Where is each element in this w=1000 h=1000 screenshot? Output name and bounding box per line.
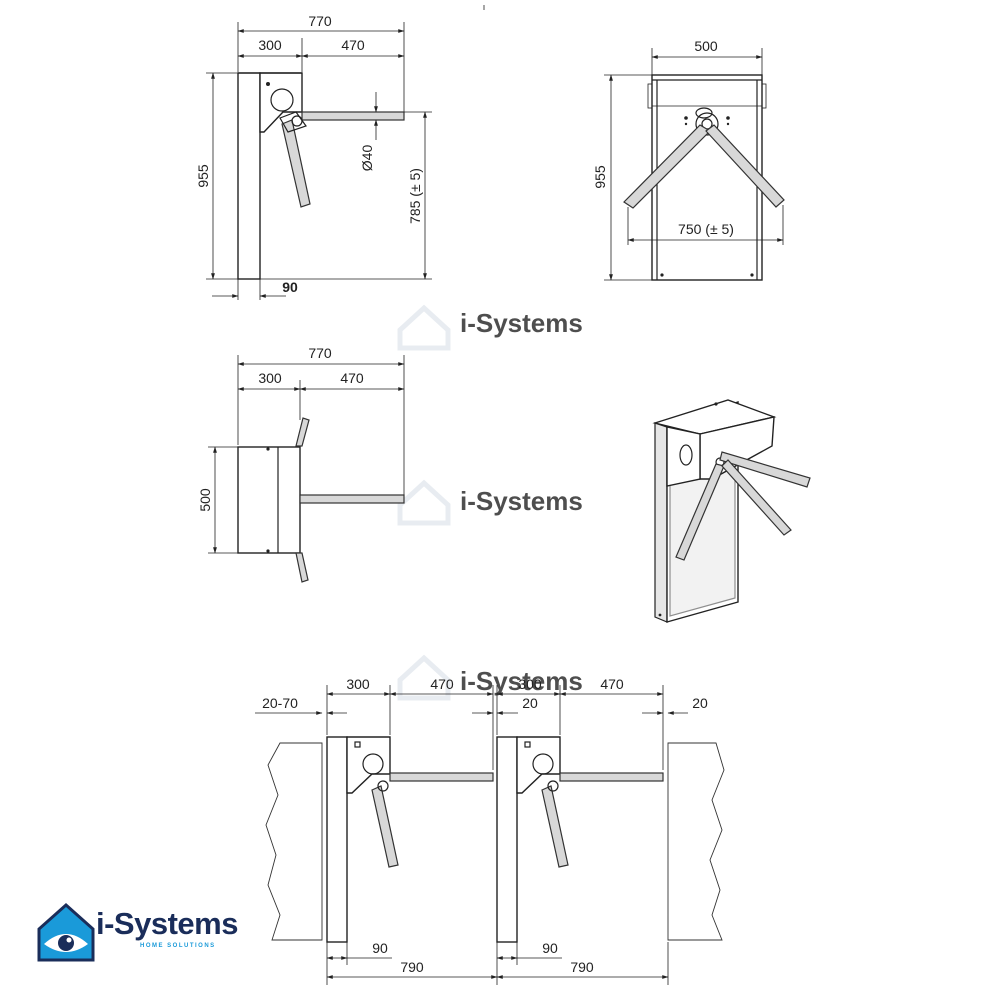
inst-arm-2: 470 — [600, 676, 624, 692]
brand-name: i-Systems — [96, 906, 238, 941]
top-view: 770 300 470 500 — [197, 345, 405, 583]
svg-text:i-Systems: i-Systems — [460, 486, 583, 516]
watermark-3: i-Systems — [397, 654, 583, 701]
top-width-arm: 470 — [340, 370, 364, 386]
inst-left-gap: 20-70 — [262, 695, 298, 711]
side-arm-diameter: Ø40 — [359, 145, 375, 172]
inst-post-body-2 — [496, 736, 518, 943]
inst-base-1: 90 — [372, 940, 388, 956]
side-view: 770 300 470 955 Ø40 785 (± 5) 90 — [195, 13, 432, 300]
top-depth: 500 — [197, 488, 213, 512]
inst-pitch-1: 790 — [400, 959, 424, 975]
top-width-total: 770 — [308, 345, 332, 361]
svg-text:i-Systems: i-Systems — [460, 666, 583, 696]
iso-post-side — [654, 422, 668, 623]
installation-view: 300 470 300 470 20-70 20 20 — [255, 676, 725, 985]
inst-post-2: 300 — [518, 676, 542, 692]
watermark-1: i-Systems — [397, 304, 583, 351]
iso-arm-3 — [721, 459, 792, 536]
top-arm-up — [295, 417, 310, 447]
front-hub — [695, 112, 719, 136]
iso-reader — [679, 444, 693, 466]
inst-arm-horizontal-2 — [559, 772, 664, 782]
side-arm-horizontal — [301, 111, 405, 121]
inst-post-1: 300 — [346, 676, 370, 692]
svg-text:i-Systems: i-Systems — [460, 308, 583, 338]
inst-arm-down-1 — [371, 785, 399, 868]
home-eye-icon — [37, 902, 95, 962]
perspective-view — [652, 399, 811, 623]
top-arm-horizontal — [299, 494, 405, 504]
side-post — [237, 72, 261, 280]
side-reader — [270, 88, 294, 112]
side-height: 955 — [195, 164, 211, 188]
side-width-arm: 470 — [341, 37, 365, 53]
front-passage: 750 (± 5) — [678, 221, 734, 237]
front-view: 500 955 750 (± 5) — [592, 38, 785, 281]
iso-arm-2 — [675, 463, 725, 561]
inst-arm-down-2 — [541, 785, 569, 868]
side-head — [259, 72, 303, 133]
inst-arm-1: 470 — [430, 676, 454, 692]
inst-mid-gap: 20 — [522, 695, 538, 711]
front-width: 500 — [694, 38, 718, 54]
brand-logo: i-Systems HOME SOLUTIONS — [36, 902, 256, 964]
side-width-post: 300 — [258, 37, 282, 53]
front-arm-left — [623, 124, 711, 209]
inst-post-body-1 — [326, 736, 348, 943]
inst-base-2: 90 — [542, 940, 558, 956]
front-height: 955 — [592, 165, 608, 189]
side-width-total: 770 — [308, 13, 332, 29]
top-body — [237, 446, 301, 554]
inst-right-gap: 20 — [692, 695, 708, 711]
iso-arm-1 — [719, 451, 811, 488]
inst-arm-horizontal-1 — [389, 772, 494, 782]
front-arm-right — [705, 124, 785, 208]
side-arm-down — [281, 119, 311, 208]
top-arm-down — [295, 552, 309, 583]
wall-right — [667, 742, 725, 941]
top-width-post: 300 — [258, 370, 282, 386]
iso-head-side — [666, 426, 701, 487]
watermark-2: i-Systems — [397, 479, 583, 526]
brand-tagline: HOME SOLUTIONS — [140, 943, 216, 949]
watermark-group: i-Systems i-Systems i-Systems — [397, 304, 583, 701]
front-body — [651, 74, 763, 281]
side-base-width: 90 — [282, 279, 298, 295]
wall-left — [265, 742, 323, 941]
side-arm-height: 785 (± 5) — [407, 168, 423, 224]
inst-pitch-2: 790 — [570, 959, 594, 975]
